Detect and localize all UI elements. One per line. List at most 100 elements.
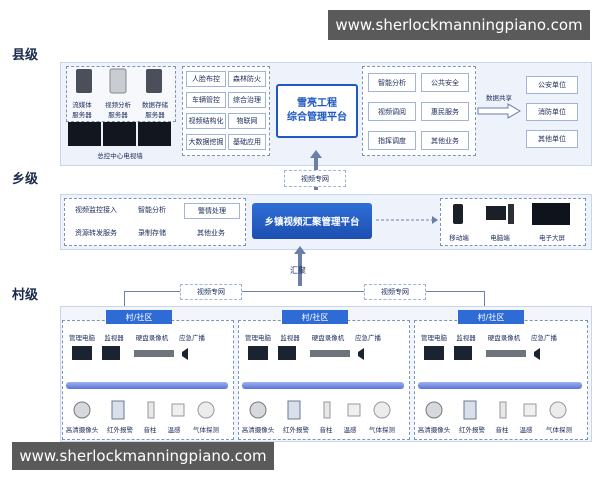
pc-icon (424, 346, 444, 360)
village-card-3 (414, 320, 588, 440)
village-3-device-broadcast: 应急广播 (531, 334, 557, 342)
village-3-sensor-infrared: 红外报警 (459, 426, 485, 434)
village-1-sensor-temp: 温感 (167, 426, 181, 434)
data-share-label: 数据共享 (486, 94, 512, 102)
village-3-device-dvr: 硬盘录像机 (487, 334, 521, 342)
feature-smart-analysis: 智能分析 (368, 73, 416, 92)
camera-icon (249, 401, 267, 419)
temperature-sensor-icon (347, 403, 361, 417)
village-2-device-broadcast: 应急广播 (355, 334, 381, 342)
temperature-sensor-icon (171, 403, 185, 417)
village-2-device-monitor: 监视器 (280, 334, 300, 342)
village-3-device-pc: 管理电脑 (421, 334, 447, 342)
village-card-1 (62, 320, 234, 440)
device-label-pc: 电脑端 (490, 234, 510, 242)
village-card-2 (238, 320, 410, 440)
data-share-arrow (477, 103, 521, 119)
township-feature-video-access: 视频监控接入 (75, 206, 117, 214)
gas-detector-icon (373, 401, 391, 419)
township-feature-other: 其他业务 (197, 229, 225, 237)
village-1-device-pc: 管理电脑 (69, 334, 95, 342)
infrared-alarm-icon (111, 400, 125, 420)
township-to-devices-arrow (376, 216, 438, 224)
feature-governance: 综合治理 (228, 92, 266, 108)
village-link-line (124, 291, 484, 292)
broadcast-icon (182, 348, 188, 360)
village-1-device-dvr: 硬盘录像机 (135, 334, 169, 342)
village-1-sensor-gas: 气体探测 (193, 426, 219, 434)
feature-vehicle-control: 车辆管控 (186, 92, 226, 108)
village-3-sensor-speaker: 音柱 (495, 426, 509, 434)
village-1-sensor-camera: 高清摄像头 (65, 426, 99, 434)
monitor-icon (454, 346, 472, 360)
monitor-icon (102, 346, 120, 360)
village-1-device-broadcast: 应急广播 (179, 334, 205, 342)
server-label-analysis: 视频分析 服务器 (105, 101, 131, 119)
village-3-network-bar (418, 382, 582, 389)
watermark-top: www.sherlockmanningpiano.com (328, 10, 590, 40)
village-card-2-title: 村/社区 (282, 310, 348, 324)
unit-other: 其他单位 (526, 130, 578, 148)
village-2-sensor-infrared: 红外报警 (283, 426, 309, 434)
pc-icon (248, 346, 268, 360)
village-3-device-monitor: 监视器 (456, 334, 476, 342)
device-icons (453, 203, 570, 225)
feature-public-service: 惠民服务 (421, 102, 469, 121)
township-feature-resource-forwarding: 资源转发服务 (75, 229, 117, 237)
speaker-column-icon (147, 401, 155, 419)
temperature-sensor-icon (523, 403, 537, 417)
feature-face-control: 人脸布控 (186, 71, 226, 87)
feature-video-structuring: 视频结构化 (186, 113, 226, 129)
feature-public-safety: 公共安全 (421, 73, 469, 92)
server-icons (76, 68, 162, 94)
server-label-storage: 数据存储 服务器 (142, 101, 168, 119)
camera-icon (73, 401, 91, 419)
feature-other-business: 其他业务 (421, 131, 469, 150)
village-card-3-title: 村/社区 (458, 310, 524, 324)
tier-county-label: 县级 (12, 48, 39, 63)
village-1-top-icons (72, 346, 188, 360)
township-feature-recording: 录制存储 (138, 229, 166, 237)
infrared-alarm-icon (463, 400, 477, 420)
arrow-up-township (294, 246, 306, 286)
village-2-device-dvr: 硬盘录像机 (311, 334, 345, 342)
feature-basic-apps: 基础应用 (228, 134, 266, 150)
video-network-link-right: 视频专网 (364, 284, 426, 300)
village-2-sensor-speaker: 音柱 (319, 426, 333, 434)
camera-icon (425, 401, 443, 419)
aggregate-label: 汇聚 (290, 265, 306, 275)
township-feature-smart-analysis: 智能分析 (138, 206, 166, 214)
server-icon (76, 69, 92, 93)
gas-detector-icon (197, 401, 215, 419)
village-link-right (484, 291, 485, 313)
village-1-sensor-speaker: 音柱 (143, 426, 157, 434)
monitor-wall-icon (68, 122, 171, 146)
unit-fire: 消防单位 (526, 103, 578, 121)
county-platform: 雪亮工程 综合管理平台 (276, 84, 358, 138)
village-2-bottom-icons (249, 400, 391, 420)
village-2-device-pc: 管理电脑 (245, 334, 271, 342)
speaker-column-icon (323, 401, 331, 419)
server-label-streaming: 流媒体 服务器 (72, 101, 92, 119)
broadcast-icon (534, 348, 540, 360)
dvr-icon (486, 350, 526, 357)
feature-iot: 物联网 (228, 113, 266, 129)
feature-big-data: 大数据挖掘 (186, 134, 226, 150)
monitor-wall-label: 总控中心电视墙 (97, 152, 143, 160)
village-1-device-monitor: 监视器 (104, 334, 124, 342)
monitor-icon (278, 346, 296, 360)
server-icon (109, 68, 127, 94)
speaker-column-icon (499, 401, 507, 419)
gas-detector-icon (549, 401, 567, 419)
watermark-bottom: www.sherlockmanningpiano.com (12, 442, 274, 470)
mobile-icon (453, 204, 463, 224)
feature-video-access: 视频调阅 (368, 102, 416, 121)
unit-police: 公安单位 (526, 76, 578, 94)
village-2-sensor-camera: 高清摄像头 (241, 426, 275, 434)
video-network-link-top: 视频专网 (284, 170, 346, 187)
feature-command-dispatch: 指挥调度 (368, 131, 416, 150)
village-2-sensor-temp: 温感 (343, 426, 357, 434)
village-1-network-bar (66, 382, 228, 389)
tier-township-label: 乡级 (12, 172, 39, 187)
feature-forest-fire: 森林防火 (228, 71, 266, 87)
